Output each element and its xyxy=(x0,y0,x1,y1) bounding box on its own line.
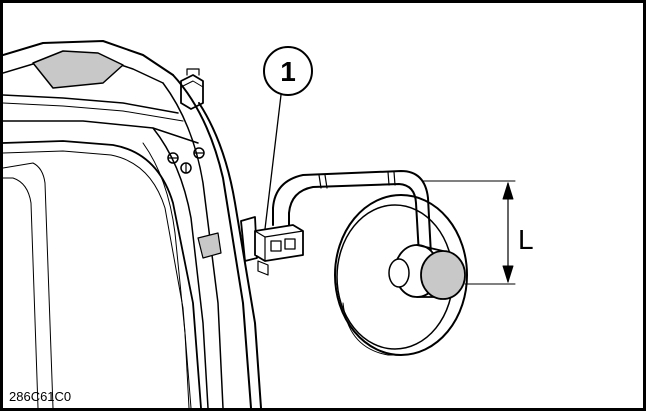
cab-pillar xyxy=(142,74,262,408)
pillar-screws xyxy=(167,147,205,174)
cab-window-frame xyxy=(3,140,222,408)
round-mirror xyxy=(334,194,468,356)
mirror-bracket xyxy=(240,216,304,276)
callout-number: 1 xyxy=(280,56,296,87)
dimension-label: L xyxy=(518,224,534,255)
callout-1-bubble xyxy=(263,46,313,230)
mirror-installation-diagram: 1 L xyxy=(3,40,534,408)
dimension-l-marker xyxy=(422,180,516,285)
figure-code: 286C61C0 xyxy=(9,389,72,404)
mirror-arm xyxy=(272,170,432,256)
roof-bolt xyxy=(180,68,204,110)
cab-roof xyxy=(3,40,199,144)
